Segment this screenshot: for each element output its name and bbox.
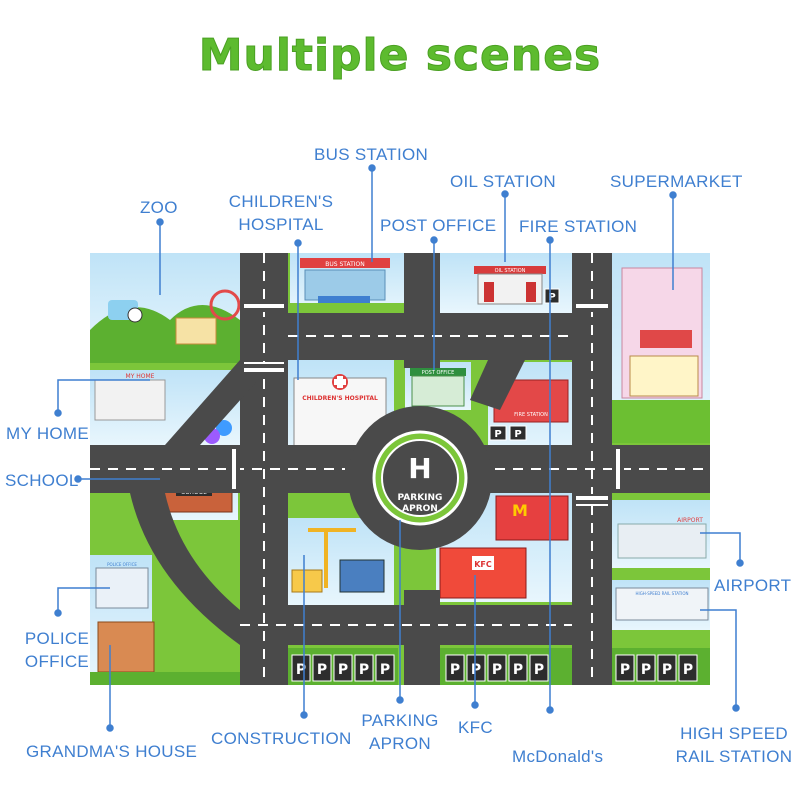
- parking-lot-left: P P P P P: [288, 648, 398, 685]
- police-grandma-scene: POLICE OFFICE: [90, 555, 240, 685]
- crosswalks: [228, 300, 624, 506]
- parking-p: P: [683, 662, 693, 678]
- bus-station-scene: BUS STATION: [290, 253, 404, 313]
- parking-p: P: [534, 662, 544, 678]
- parking-p: P: [359, 662, 369, 678]
- label-supermarket: SUPERMARKET: [610, 172, 743, 191]
- sign-kfc: KFC: [474, 560, 492, 569]
- post-office-scene: POST OFFICE: [405, 362, 471, 410]
- label-high-speed-rail-station: HIGH SPEED RAIL STATION: [672, 722, 796, 768]
- label-high-speed-line1: HIGH SPEED: [680, 724, 788, 743]
- label-high-speed-line2: RAIL STATION: [675, 747, 793, 766]
- parking-p: P: [380, 662, 390, 678]
- sign-oil-station: OIL STATION: [495, 268, 526, 274]
- label-parking-apron: PARKING APRON: [350, 709, 450, 755]
- helipad-line2: APRON: [402, 504, 438, 514]
- sign-police-office: POLICE OFFICE: [107, 562, 137, 567]
- restaurants-scene: M KFC: [436, 490, 574, 602]
- sign-fire-station: FIRE STATION: [514, 412, 548, 418]
- label-grandmas-house: GRANDMA'S HOUSE: [26, 742, 198, 761]
- parking-p: P: [492, 662, 502, 678]
- parking-p: P: [662, 662, 672, 678]
- parking-lot-right: P P P P P: [440, 648, 572, 685]
- airport-scene: AIRPORT: [612, 500, 710, 568]
- label-police-office: POLICE OFFICE: [10, 627, 104, 673]
- helipad-letter: H: [408, 452, 431, 485]
- label-airport: AIRPORT: [714, 576, 792, 595]
- fire-parking-p-1: P: [494, 429, 501, 440]
- sign-childrens-hospital: CHILDREN'S HOSPITAL: [302, 395, 378, 402]
- label-childrens-hospital-line2: HOSPITAL: [238, 215, 324, 234]
- label-my-home: MY HOME: [6, 424, 90, 443]
- fire-parking-p-2: P: [514, 429, 521, 440]
- parking-p: P: [513, 662, 523, 678]
- label-parking-apron-line1: PARKING: [361, 711, 439, 730]
- label-zoo: ZOO: [140, 198, 178, 217]
- supermarket-scene: [612, 253, 710, 443]
- parking-p: P: [471, 662, 481, 678]
- label-childrens-hospital-line1: CHILDREN'S: [228, 192, 334, 211]
- sign-rail-station: HIGH-SPEED RAIL STATION: [636, 591, 689, 596]
- label-construction: CONSTRUCTION: [211, 729, 352, 748]
- page-title: Multiple scenes: [198, 30, 602, 82]
- label-police-office-line1: POLICE: [24, 629, 90, 648]
- label-oil-station: OIL STATION: [450, 172, 556, 191]
- helipad: H PARKING APRON: [372, 430, 468, 526]
- parking-p: P: [641, 662, 651, 678]
- label-parking-apron-line2: APRON: [369, 734, 431, 753]
- parking-p: P: [338, 662, 348, 678]
- sign-my-home: MY HOME: [126, 373, 155, 380]
- label-fire-station: FIRE STATION: [519, 217, 638, 236]
- mcdonalds-logo-m: M: [512, 501, 528, 520]
- lane-marks: [90, 253, 710, 685]
- rail-station-scene: HIGH-SPEED RAIL STATION: [612, 580, 710, 630]
- zoo-scene: [90, 253, 241, 363]
- sign-bus-station: BUS STATION: [325, 261, 365, 268]
- label-childrens-hospital: CHILDREN'S HOSPITAL: [226, 190, 336, 236]
- label-post-office: POST OFFICE: [380, 216, 497, 235]
- label-bus-station: BUS STATION: [314, 145, 429, 164]
- parking-p: P: [296, 662, 306, 678]
- parking-p: P: [620, 662, 630, 678]
- oil-parking-p: P: [548, 292, 555, 303]
- helipad-line1: PARKING: [398, 493, 443, 503]
- parking-p: P: [450, 662, 460, 678]
- label-mcdonalds: McDonald's: [512, 747, 604, 766]
- label-school: SCHOOL: [5, 471, 79, 490]
- label-kfc: KFC: [458, 718, 493, 737]
- label-police-office-line2: OFFICE: [24, 652, 90, 671]
- sign-post-office: POST OFFICE: [422, 370, 455, 376]
- parking-lot-far-right: P P P P: [612, 648, 710, 685]
- sign-airport: AIRPORT: [677, 517, 703, 524]
- parking-p: P: [317, 662, 327, 678]
